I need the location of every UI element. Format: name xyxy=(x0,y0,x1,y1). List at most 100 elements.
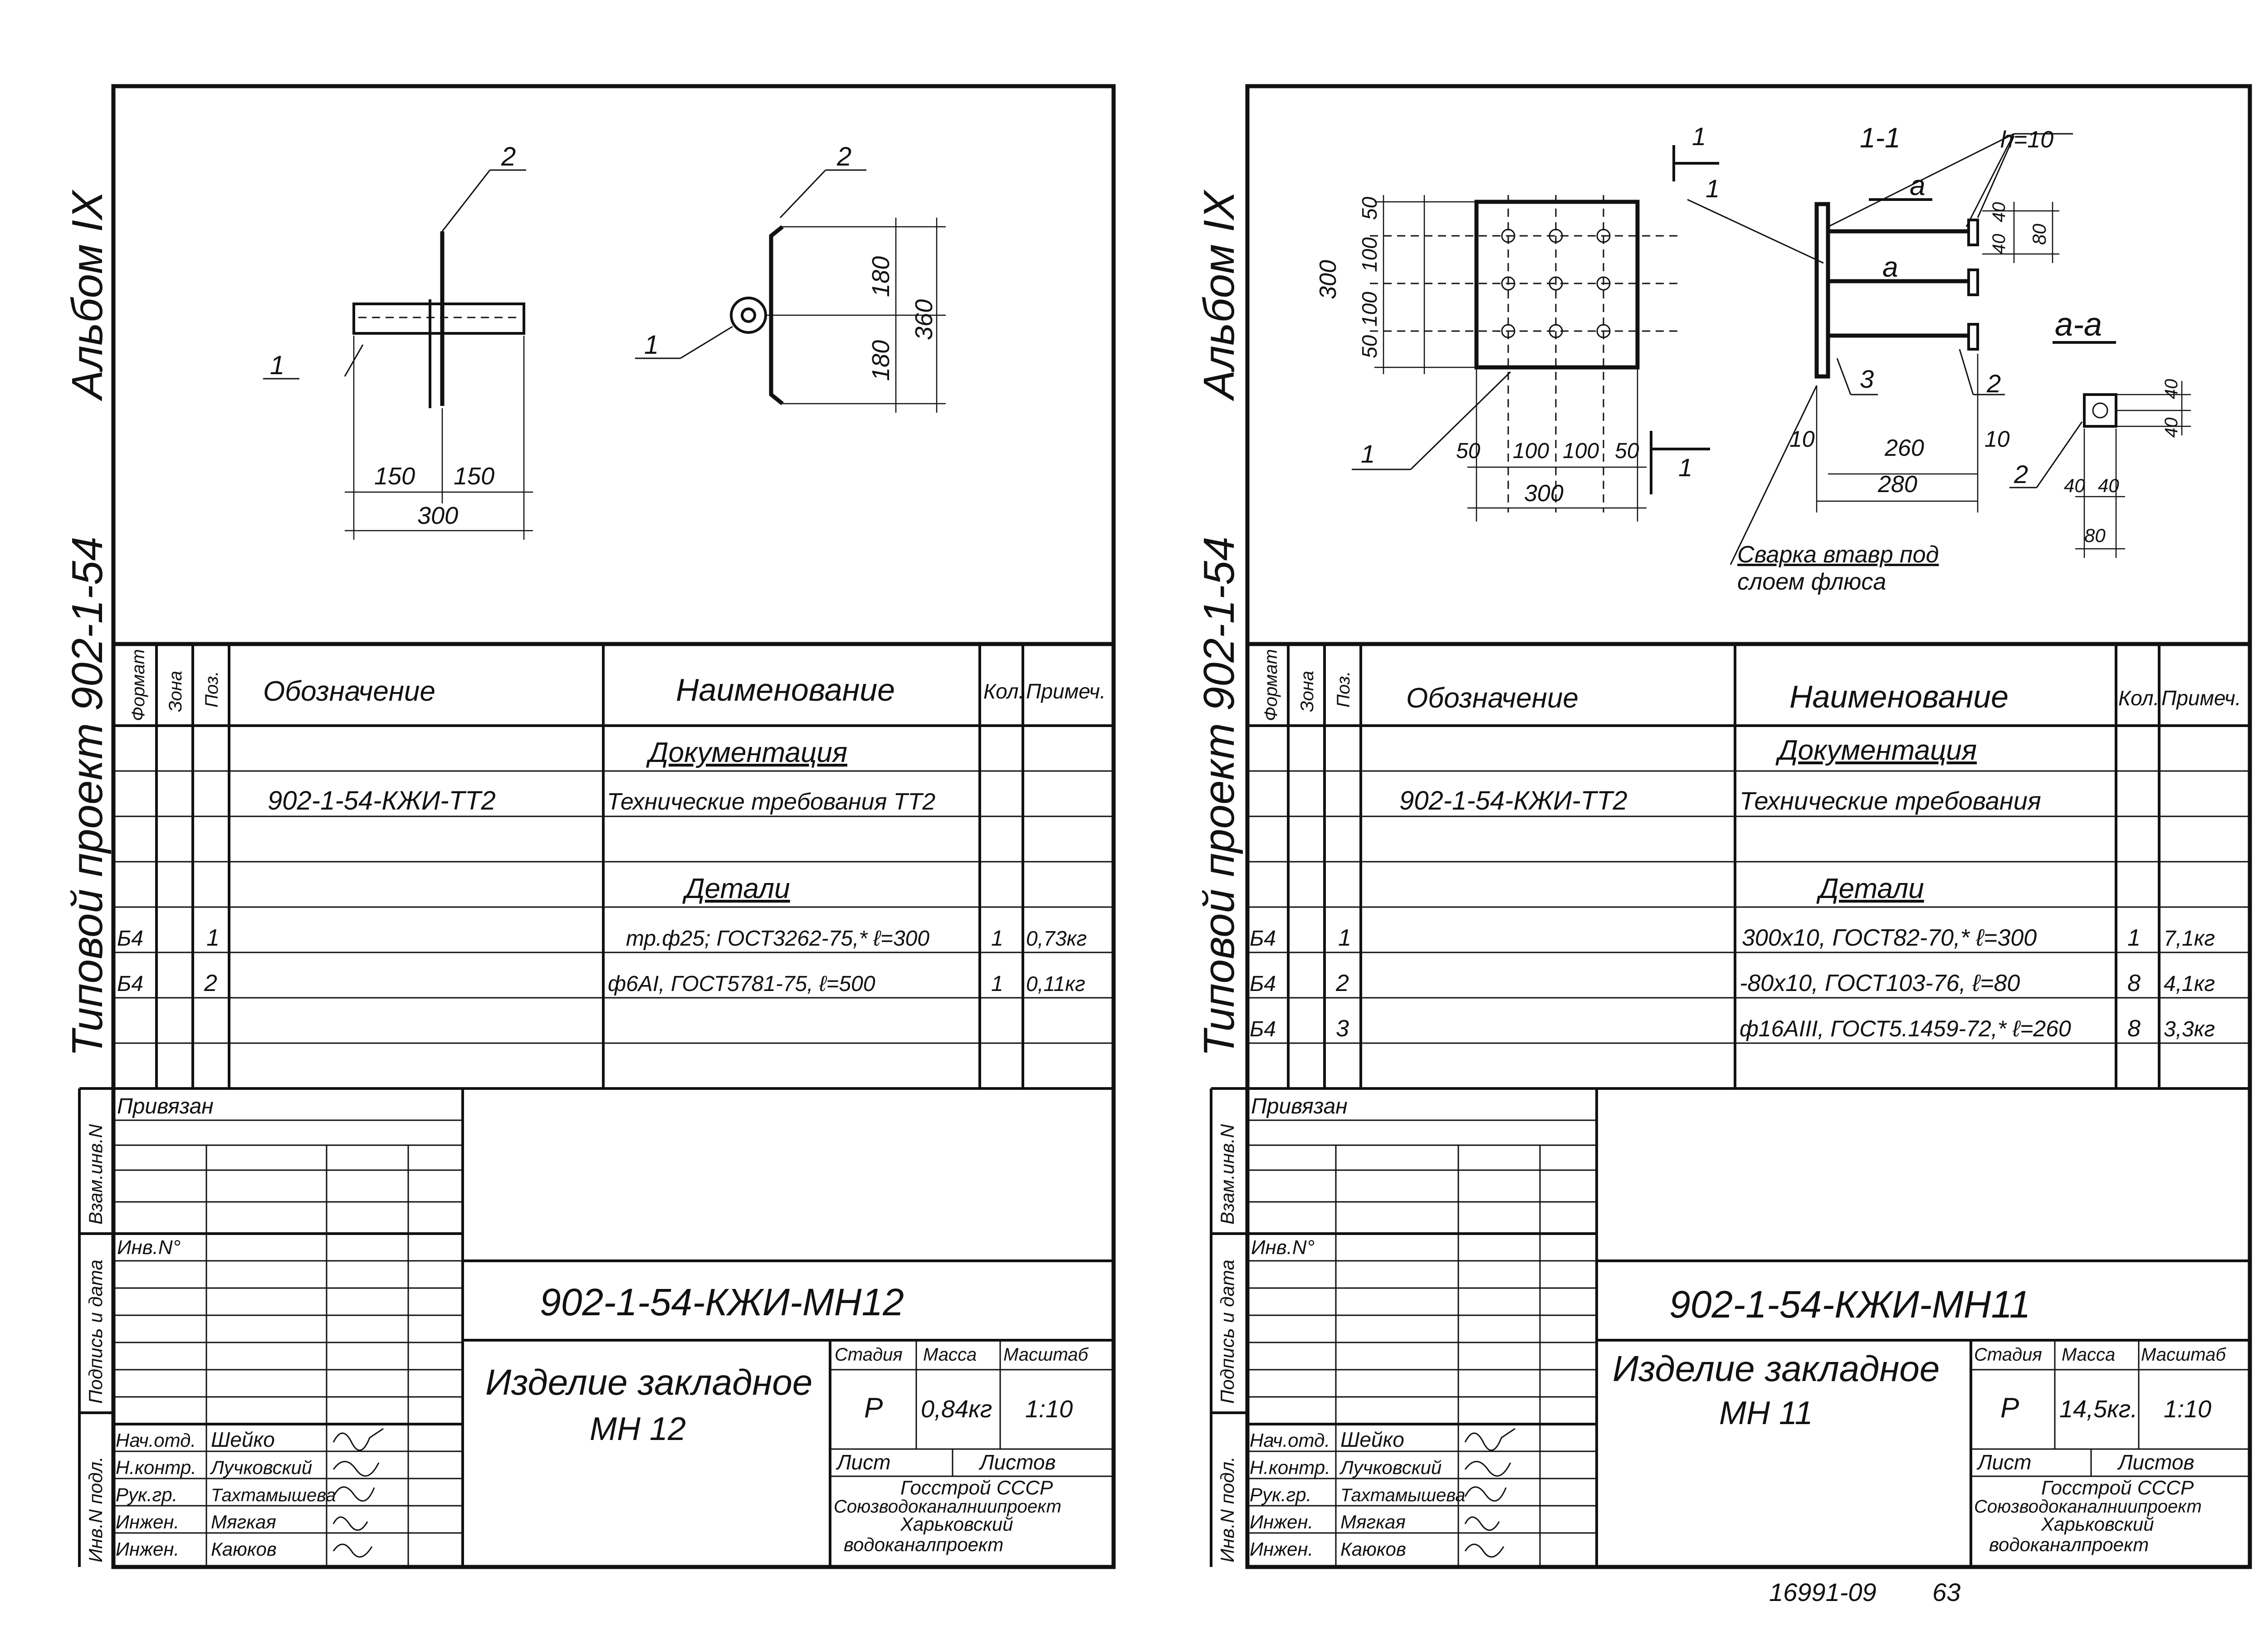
left-front-view xyxy=(263,169,533,540)
right-lead-3: 3 xyxy=(1860,365,1874,393)
right-section-docs: Документация xyxy=(1775,735,1977,766)
right-d100d: 100 xyxy=(1563,439,1599,463)
left-signer4-name: Мягкая xyxy=(211,1511,276,1533)
right-d280: 280 xyxy=(1877,471,1917,498)
right-sheet-label: Лист xyxy=(1976,1450,2031,1474)
left-scale-head: Масштаб xyxy=(1003,1345,1089,1365)
left-side-inv: Инв.N подл. xyxy=(85,1456,106,1562)
left-title-mark: МН 12 xyxy=(590,1411,686,1447)
left-scale: 1:10 xyxy=(1025,1396,1073,1423)
right-part2-name: -80х10, ГОСТ103-76, ℓ=80 xyxy=(1740,970,2020,996)
right-d50b: 50 xyxy=(1358,335,1381,358)
right-privyazan: Привязан xyxy=(1251,1094,1348,1118)
right-signer5-name: Каюков xyxy=(1340,1538,1406,1560)
left-org-1: Союзводоканалниипроект xyxy=(834,1497,1061,1517)
left-section-parts: Детали xyxy=(682,873,790,904)
right-inv-no: Инв.N° xyxy=(1251,1236,1315,1259)
right-part3-pos: 3 xyxy=(1336,1015,1349,1042)
right-org-3: водоканалпроект xyxy=(1989,1534,2149,1555)
right-h-label: h=10 xyxy=(2000,127,2053,153)
right-project-label: Типовой проект 902-1-54 xyxy=(1195,537,1243,1057)
right-side-vzam: Взам.инв.N xyxy=(1217,1124,1238,1225)
right-title-mark: МН 11 xyxy=(1719,1395,1813,1431)
left-head-pos: Поз. xyxy=(202,671,222,708)
left-dim-360: 360 xyxy=(910,299,938,340)
right-d50a: 50 xyxy=(1358,196,1381,220)
right-d40a: 40 xyxy=(1989,202,2009,223)
right-spec-table xyxy=(1247,644,2250,1090)
left-code: 902-1-54-КЖИ-МН12 xyxy=(540,1281,904,1323)
left-sheet-label: Лист xyxy=(836,1450,890,1474)
right-head-zone: Зона xyxy=(1297,671,1317,712)
left-project-label: Типовой проект 902-1-54 xyxy=(63,537,112,1057)
right-side-sign: Подпись и дата xyxy=(1217,1259,1238,1404)
right-part2-qty: 8 xyxy=(2127,970,2141,996)
right-part2-format: Б4 xyxy=(1250,972,1276,996)
left-signer5-name: Каюков xyxy=(211,1538,277,1560)
right-part1-format: Б4 xyxy=(1250,927,1276,951)
left-side-vzam: Взам.инв.N xyxy=(85,1124,106,1225)
left-side-view xyxy=(635,169,946,413)
right-a-lower: а xyxy=(1882,252,1898,283)
right-org-0: Госстрой СССР xyxy=(2041,1477,2194,1499)
left-dim-300: 300 xyxy=(417,502,458,529)
left-part2-pos: 2 xyxy=(204,970,217,996)
left-stage-head: Стадия xyxy=(835,1345,903,1365)
right-part3-note: 3,3кг xyxy=(2164,1017,2215,1041)
right-part1-note: 7,1кг xyxy=(2164,927,2215,951)
right-signatures xyxy=(1464,1428,1515,1558)
right-mass-head: Масса xyxy=(2062,1345,2115,1365)
right-d40f: 40 xyxy=(2098,475,2119,496)
right-doc-name: Технические требования xyxy=(1740,786,2041,815)
right-mass: 14,5кг. xyxy=(2059,1396,2137,1423)
right-sheets-label: Листов xyxy=(2117,1450,2195,1474)
left-title: Изделие закладное xyxy=(485,1362,812,1402)
right-head-qty: Кол. xyxy=(2118,686,2159,710)
right-d40c: 40 xyxy=(2161,379,2181,400)
right-d50c: 50 xyxy=(1456,439,1481,463)
left-signer2-name: Лучковский xyxy=(210,1457,312,1478)
left-doc-name: Технические требования ТТ2 xyxy=(607,789,935,815)
right-d40b: 40 xyxy=(1989,234,2009,254)
right-signer3-name: Тахтамышева xyxy=(1340,1485,1465,1505)
right-part2-pos: 2 xyxy=(1335,970,1349,996)
left-privyazan: Привязан xyxy=(117,1094,214,1118)
left-part1-format: Б4 xyxy=(117,927,143,951)
left-head-note: Примеч. xyxy=(1026,679,1106,703)
left-head-qty: Кол. xyxy=(983,679,1024,703)
right-part1-name: 300х10, ГОСТ82-70,* ℓ=300 xyxy=(1742,925,2037,951)
left-spec-table xyxy=(113,644,1114,1090)
left-inv-no: Инв.N° xyxy=(117,1236,181,1259)
right-section-a-a-title: а-а xyxy=(2055,307,2102,343)
left-part1-note: 0,73кг xyxy=(1026,927,1087,950)
left-leader-1: 1 xyxy=(270,351,284,380)
left-frame xyxy=(111,84,1116,1569)
right-sheet: Альбом IX Типовой проект 902-1-54 xyxy=(1195,84,2252,1569)
right-d10a: 10 xyxy=(1789,426,1815,452)
left-dim-150a: 150 xyxy=(374,463,415,490)
archive-number: 16991-09 xyxy=(1769,1578,1877,1606)
left-dim-180a: 180 xyxy=(867,256,894,297)
left-signer5-role: Инжен. xyxy=(116,1538,179,1560)
right-signer1-role: Нач.отд. xyxy=(1250,1430,1330,1451)
left-head-name: Наименование xyxy=(676,672,895,708)
right-stage: Р xyxy=(2000,1392,2019,1424)
left-part2-name: ф6АI, ГОСТ5781-75, ℓ=500 xyxy=(608,972,875,996)
right-signer2-name: Лучковский xyxy=(1339,1457,1442,1478)
left-org-3: водоканалпроект xyxy=(844,1534,1003,1555)
right-d50d: 50 xyxy=(1615,439,1639,463)
right-signer5-role: Инжен. xyxy=(1250,1538,1313,1560)
left-signatures xyxy=(332,1428,384,1558)
right-part1-qty: 1 xyxy=(2127,925,2141,951)
right-bolt-holes xyxy=(1501,229,1611,338)
right-weld-note-1: Сварка втавр под xyxy=(1737,542,1939,568)
right-a-upper: а xyxy=(1910,170,1925,201)
right-head-note: Примеч. xyxy=(2161,686,2241,710)
right-scale-head: Масштаб xyxy=(2141,1345,2226,1365)
right-part2-note: 4,1кг xyxy=(2164,972,2215,996)
left-dim-180b: 180 xyxy=(867,340,894,381)
left-signer3-role: Рук.гр. xyxy=(116,1484,177,1505)
right-stage-head: Стадия xyxy=(1974,1345,2042,1365)
right-lead-1b: 1 xyxy=(1706,174,1720,203)
